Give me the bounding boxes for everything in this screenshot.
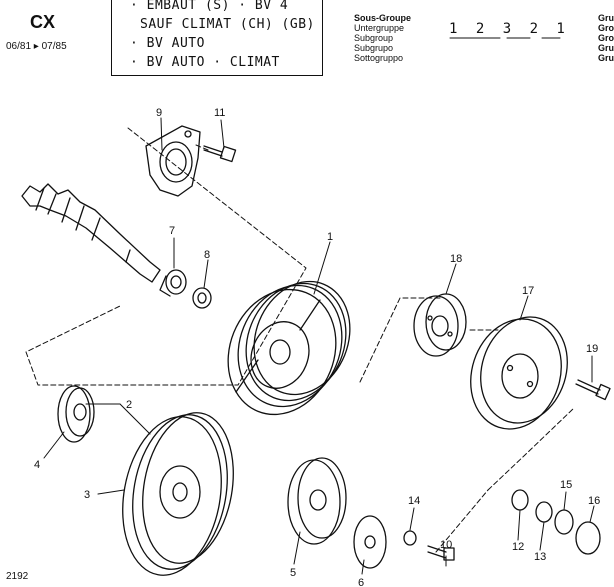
label-11: 11: [214, 107, 225, 119]
part-15-nut: [554, 509, 574, 535]
subgroup-label-it: Sottogruppo: [354, 53, 404, 63]
part-10-bolt: [427, 545, 455, 561]
part-12-washer: [511, 489, 529, 511]
label-5: 5: [290, 567, 296, 579]
part-19-bolt: [575, 379, 611, 401]
subgroup-label-es: Subgrupo: [354, 43, 394, 53]
group-label-fr: Gru: [598, 13, 614, 23]
label-6: 6: [358, 577, 364, 587]
label-13: 13: [534, 551, 546, 563]
crankshaft-nose: [21, 183, 161, 283]
part-14-nut: [403, 530, 417, 546]
label-8: 8: [204, 249, 210, 261]
label-2: 2: [126, 399, 132, 411]
label-19: 19: [586, 343, 598, 355]
subgroup-label-fr: Sous-Groupe: [354, 13, 412, 23]
label-18: 18: [450, 253, 462, 265]
subgroup-labels: Sous-Groupe Untergruppe Subgroup Subgrup…: [354, 13, 411, 63]
part-17-pulley: [470, 316, 568, 430]
part-13-washer: [535, 501, 553, 523]
part-6-plate: [353, 515, 387, 569]
label-15: 15: [560, 479, 572, 491]
date-range: 06/81 ▸ 07/85: [6, 41, 67, 52]
part-7-nut: [159, 269, 187, 297]
subgroup-label-en: Subgroup: [354, 33, 394, 43]
model-code: CX: [30, 12, 56, 32]
applicability-line-3: · BV AUTO: [130, 36, 205, 51]
part-16-cap: [575, 521, 601, 555]
group-labels: Gru Gro Gro Gru Gru: [598, 13, 614, 63]
label-9: 9: [156, 107, 162, 119]
label-16: 16: [588, 495, 600, 507]
part-labels: 9 11 7 8 1 18 17 19 2 4 3 5 6 14 10 12 1…: [34, 107, 600, 587]
part-9-bracket: [145, 125, 201, 197]
label-14: 14: [408, 495, 420, 507]
part-4-hub: [57, 385, 95, 443]
part-8-washer: [192, 287, 212, 309]
label-17: 17: [522, 285, 534, 297]
group-label-de: Gro: [598, 23, 614, 33]
subgroup-label-de: Untergruppe: [354, 23, 405, 33]
subgroup-code: 1 2 3 2 1: [449, 21, 570, 37]
group-label-en: Gro: [598, 33, 614, 43]
group-label-it: Gru: [598, 53, 614, 63]
figure-number: 2192: [6, 571, 29, 582]
part-5-pulley: [287, 457, 347, 545]
label-1: 1: [327, 231, 333, 243]
part-11-bolt: [203, 145, 237, 163]
applicability-line-4: · BV AUTO · CLIMAT: [130, 55, 280, 70]
part-3-pulley: [122, 412, 234, 576]
leader-lines: [43, 117, 595, 575]
group-label-es: Gru: [598, 43, 614, 53]
part-1-pulley: [227, 280, 351, 416]
applicability-line-1: · EMBAUT (S) · BV 4: [130, 0, 289, 13]
label-10: 10: [440, 539, 452, 551]
label-12: 12: [512, 541, 524, 553]
part-18-damper: [413, 293, 467, 357]
applicability-line-2: SAUF CLIMAT (CH) (GB): [140, 17, 315, 32]
label-3: 3: [84, 489, 90, 501]
label-4: 4: [34, 459, 40, 471]
label-7: 7: [169, 225, 175, 237]
applicability-box: · EMBAUT (S) · BV 4 SAUF CLIMAT (CH) (GB…: [111, 0, 323, 76]
